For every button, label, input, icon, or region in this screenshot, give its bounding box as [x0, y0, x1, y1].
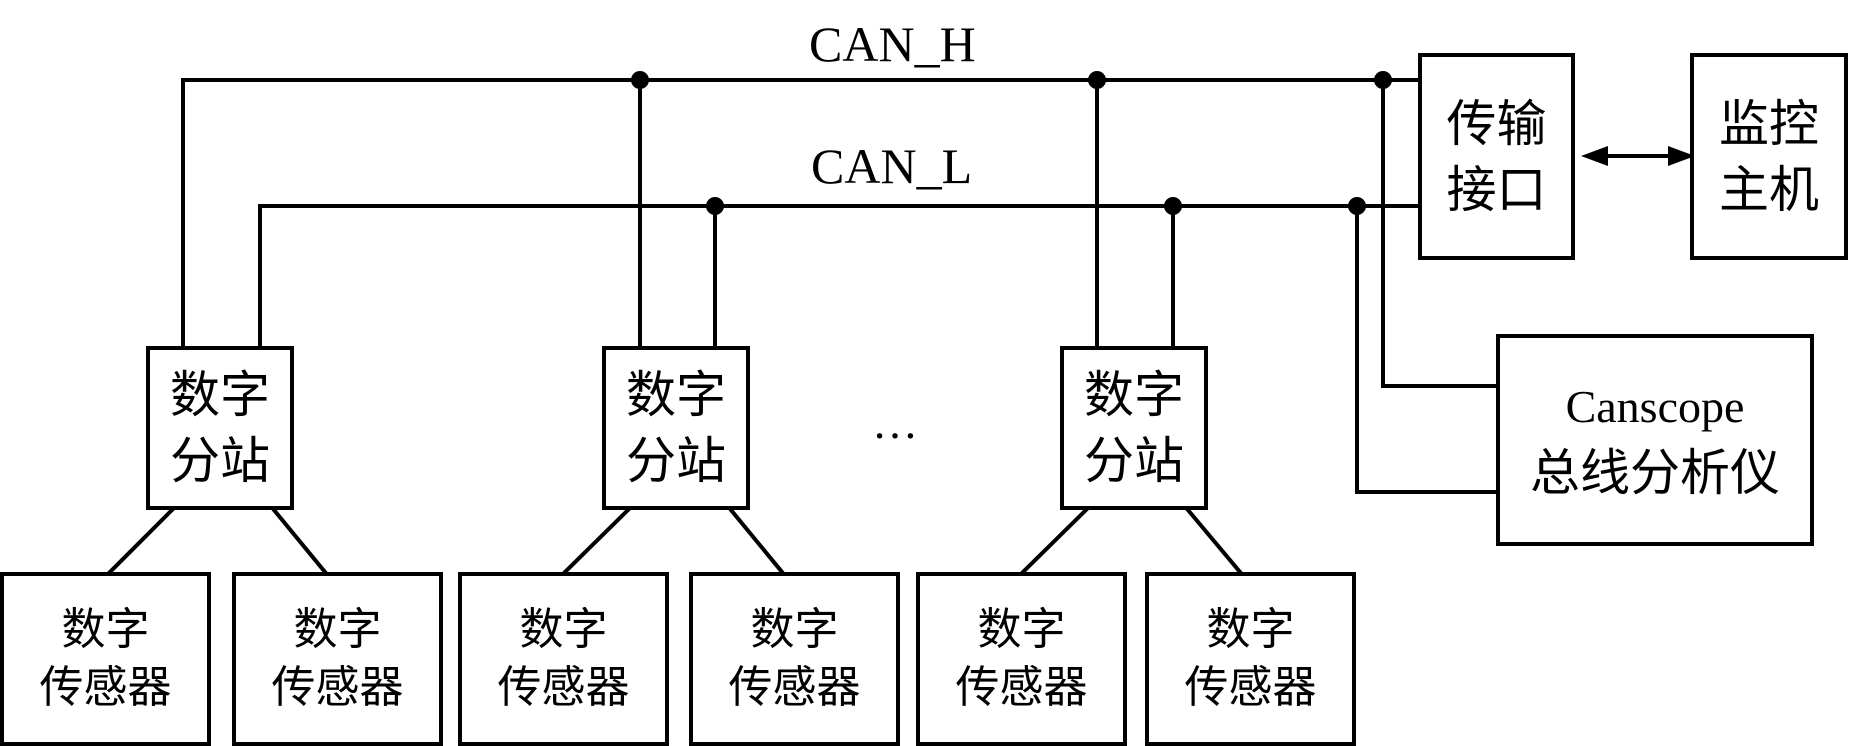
digital-substation-line1: 数字 — [626, 366, 726, 424]
digital-substation-line2: 分站 — [170, 432, 270, 490]
digital-sensor-line1: 数字 — [1206, 604, 1295, 655]
digital-sensor-line2: 传感器 — [39, 662, 172, 713]
digital-sensor-line2: 传感器 — [497, 662, 630, 713]
sensor-link — [271, 507, 328, 575]
junction-dot — [631, 71, 649, 89]
transfer-interface-line1: 传输 — [1446, 94, 1547, 153]
can-l-analyzer-branch — [1355, 204, 1498, 494]
arrow-right-head — [1668, 146, 1695, 166]
digital-substation-line2: 分站 — [1084, 432, 1184, 490]
digital-sensor-line1: 数字 — [977, 604, 1066, 655]
can-l-label: CAN_L — [811, 138, 973, 194]
junction-dot — [706, 197, 724, 215]
transfer-interface-box: 传输 接口 — [1418, 53, 1575, 260]
digital-sensor-line2: 传感器 — [1184, 662, 1317, 713]
digital-sensor-line2: 传感器 — [271, 662, 404, 713]
bus-analyzer-box: Canscope 总线分析仪 — [1496, 334, 1814, 546]
can-h-label: CAN_H — [809, 16, 976, 72]
digital-sensor-box: 数字 传感器 — [1145, 572, 1356, 746]
digital-sensor-box: 数字 传感器 — [458, 572, 669, 746]
junction-dot — [1164, 197, 1182, 215]
transfer-interface-line2: 接口 — [1446, 160, 1547, 219]
arrow-left-head — [1581, 146, 1608, 166]
digital-sensor-line2: 传感器 — [955, 662, 1088, 713]
junction-dot — [1348, 197, 1366, 215]
bus-analyzer-line2: 总线分析仪 — [1530, 444, 1780, 502]
digital-substation-line1: 数字 — [170, 366, 270, 424]
digital-sensor-box: 数字 传感器 — [0, 572, 211, 746]
digital-sensor-line1: 数字 — [750, 604, 839, 655]
digital-substation-box: 数字 分站 — [146, 346, 294, 510]
monitor-host-line2: 主机 — [1719, 160, 1819, 219]
digital-sensor-line1: 数字 — [519, 604, 608, 655]
can-l-line — [258, 204, 1420, 348]
can-h-analyzer-branch — [1381, 78, 1498, 388]
digital-sensor-box: 数字 传感器 — [689, 572, 900, 746]
junction-dot — [1374, 71, 1392, 89]
sensor-link — [1020, 507, 1089, 575]
digital-substation-line2: 分站 — [626, 432, 726, 490]
bus-analyzer-line1: Canscope — [1565, 381, 1745, 432]
sensor-link — [562, 507, 631, 575]
can-h-line — [181, 78, 1420, 348]
digital-sensor-box: 数字 传感器 — [916, 572, 1127, 746]
junction-dot — [1088, 71, 1106, 89]
monitor-host-box: 监控 主机 — [1690, 53, 1848, 260]
sensor-link — [107, 507, 175, 575]
ellipsis: … — [872, 397, 920, 448]
digital-sensor-line1: 数字 — [293, 604, 382, 655]
digital-substation-line1: 数字 — [1084, 366, 1184, 424]
sensor-link — [728, 507, 785, 575]
monitor-host-line1: 监控 — [1719, 94, 1819, 153]
digital-substation-box: 数字 分站 — [602, 346, 750, 510]
digital-sensor-line1: 数字 — [61, 604, 150, 655]
digital-substation-box: 数字 分站 — [1060, 346, 1208, 510]
sensor-link — [1185, 507, 1243, 575]
digital-sensor-line2: 传感器 — [728, 662, 861, 713]
digital-sensor-box: 数字 传感器 — [232, 572, 443, 746]
